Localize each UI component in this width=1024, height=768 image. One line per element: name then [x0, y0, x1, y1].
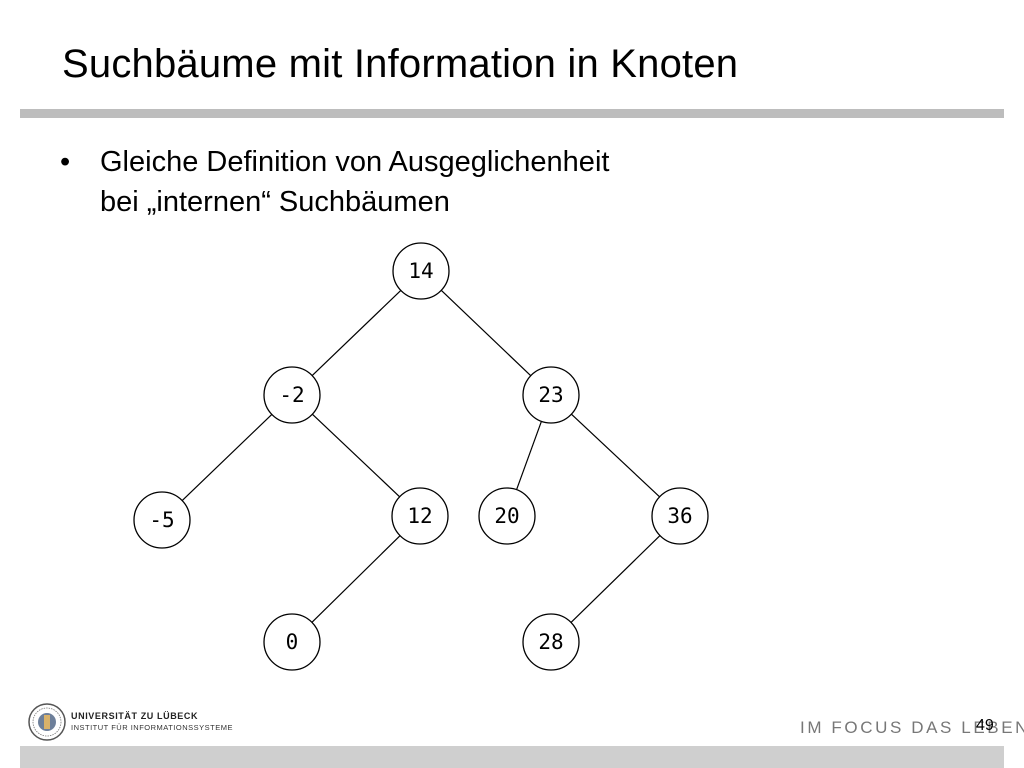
institute-name: INSTITUT FÜR INFORMATIONSSYSTEME: [71, 723, 233, 732]
slide-title: Suchbäume mit Information in Knoten: [62, 42, 739, 86]
tree-node-label: 0: [286, 630, 299, 654]
tree-node-circle: [133, 491, 191, 549]
tree-node: 20: [478, 487, 536, 545]
tree-node: 36: [651, 487, 709, 545]
tree-edge: [311, 413, 401, 498]
tree-node-label: 36: [667, 504, 692, 528]
bullet-line-1: Gleiche Definition von Ausgeglichenheit: [100, 146, 610, 178]
university-logo: UNIVERSITÄT ZU LÜBECK INSTITUT FÜR INFOR…: [27, 702, 233, 742]
tree-edge: [181, 413, 273, 502]
tree-node-label: 23: [538, 383, 563, 407]
footer-motto: IM FOCUS DAS LEBEN: [800, 718, 1024, 737]
tree-node-label: 28: [538, 630, 563, 654]
tree-node: -5: [133, 491, 191, 549]
university-seal-icon: [28, 703, 66, 741]
university-name: UNIVERSITÄT ZU LÜBECK: [71, 711, 199, 721]
bullet-item: • Gleiche Definition von Ausgeglichenhei…: [60, 142, 609, 222]
binary-search-tree-diagram: 14 -2 23 -5 12 20 36 0 28: [133, 242, 709, 671]
tree-node: 14: [392, 242, 450, 300]
tree-node-circle: [522, 366, 580, 424]
tree-edge: [571, 413, 660, 498]
tree-node-circle: [651, 487, 709, 545]
tree-node: 28: [522, 613, 580, 671]
tree-edge: [311, 289, 402, 377]
tree-node-label: -5: [149, 508, 174, 532]
tree-edges: [181, 289, 661, 623]
tree-edge: [311, 535, 401, 623]
tree-node-label: 12: [407, 504, 432, 528]
title-divider: [20, 109, 1004, 118]
tree-edge: [516, 421, 542, 490]
bullet-line-2: bei „internen“ Suchbäumen: [100, 186, 450, 218]
tree-node-circle: [478, 487, 536, 545]
tree-node-circle: [263, 366, 321, 424]
tree-node: -2: [263, 366, 321, 424]
tree-node: 23: [522, 366, 580, 424]
bullet-dot-icon: •: [60, 146, 71, 178]
footer-bar: [20, 746, 1004, 768]
tree-edge: [570, 535, 661, 623]
tree-node: 12: [391, 487, 449, 545]
tree-node-circle: [263, 613, 321, 671]
page-number: 49: [976, 717, 994, 734]
tree-edge: [440, 289, 532, 377]
tree-node-label: 14: [408, 259, 433, 283]
tree-node-circle: [392, 242, 450, 300]
tree-node-circle: [391, 487, 449, 545]
tree-node: 0: [263, 613, 321, 671]
tree-nodes: 14 -2 23 -5 12 20 36 0 28: [133, 242, 709, 671]
tree-node-circle: [522, 613, 580, 671]
bullet-text: Gleiche Definition von Ausgeglichenheit …: [100, 142, 609, 222]
tree-node-label: 20: [494, 504, 519, 528]
tree-node-label: -2: [279, 383, 304, 407]
